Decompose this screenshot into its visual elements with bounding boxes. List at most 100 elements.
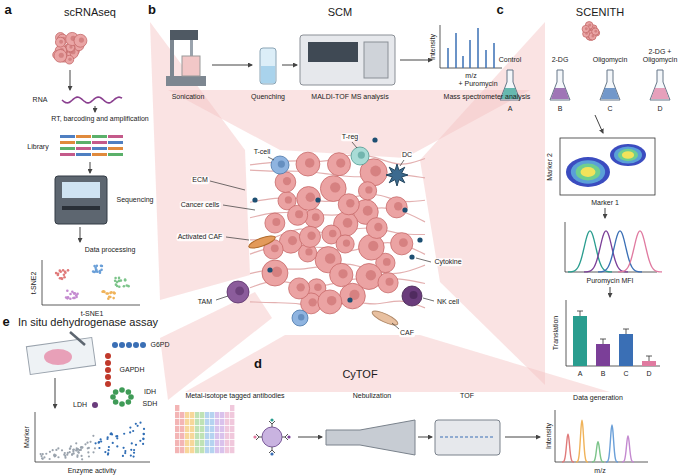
error-bar xyxy=(603,339,604,344)
leader-line xyxy=(210,181,245,190)
panel-title-text: CyTOF xyxy=(342,368,377,380)
scatter-dot xyxy=(142,438,144,440)
panel-title-text: SCENITH xyxy=(576,6,624,18)
periodic-element xyxy=(210,412,214,418)
tumor-cell xyxy=(55,37,65,47)
t-cell-nucleus xyxy=(278,161,285,168)
scatter-dot xyxy=(129,431,131,433)
gapdh-subunit xyxy=(105,374,111,380)
periodic-element xyxy=(195,440,199,446)
step-label: Control xyxy=(498,56,523,64)
spectrum-peak xyxy=(576,420,588,462)
scatter-dot xyxy=(98,447,100,449)
periodic-element xyxy=(185,412,189,418)
step-label: Sonication xyxy=(171,93,206,101)
cancer-cell-nucleus xyxy=(343,218,353,228)
panel-letter: d xyxy=(253,357,263,371)
scatter-dot xyxy=(88,447,90,449)
scatter-dot xyxy=(40,453,42,455)
tsne-dot xyxy=(92,270,95,273)
panel-fan xyxy=(150,22,250,300)
spectrum-peak xyxy=(477,28,479,68)
scatter-dot xyxy=(98,441,100,443)
tsne-dot xyxy=(101,265,104,268)
cancer-cell-nucleus xyxy=(366,270,376,280)
spectrum-peak xyxy=(562,434,574,462)
t-cell-nucleus xyxy=(298,314,304,320)
panel-letter: b xyxy=(147,3,157,17)
periodic-element xyxy=(200,440,204,446)
histogram-curve xyxy=(618,231,662,272)
library-fragment xyxy=(108,153,123,156)
activated-caf xyxy=(247,233,276,250)
step-label: GAPDH xyxy=(119,366,146,374)
error-cap xyxy=(577,311,583,312)
periodic-element xyxy=(225,440,229,446)
spectrum-peak xyxy=(493,43,495,68)
cancer-cell-nucleus xyxy=(365,186,372,193)
gapdh-subunit xyxy=(105,367,111,373)
gapdh-subunit xyxy=(105,353,111,359)
flow-arrow xyxy=(418,437,432,438)
step-label: m/z xyxy=(464,72,477,80)
macrophage xyxy=(227,281,249,303)
scatter-dot xyxy=(116,437,118,439)
periodic-element xyxy=(195,419,199,425)
periodic-element xyxy=(230,440,234,446)
cytokine xyxy=(267,267,272,272)
periodic-element xyxy=(175,433,179,439)
cancer-cell xyxy=(391,233,413,255)
periodic-element xyxy=(230,419,234,425)
periodic-element xyxy=(220,447,224,453)
periodic-element xyxy=(220,433,224,439)
plot-axis xyxy=(440,25,502,68)
density-contour xyxy=(581,167,596,177)
tsne-dot xyxy=(61,278,64,281)
scatter-dot xyxy=(115,435,117,437)
scatter-dot xyxy=(107,449,109,451)
panel-title-text: In situ dehydrogenase assay xyxy=(18,316,158,328)
flask xyxy=(550,70,570,100)
tsne-dot xyxy=(67,269,70,272)
scatter-dot xyxy=(52,449,54,451)
step-label: RNA xyxy=(32,96,49,104)
periodic-element xyxy=(190,419,194,425)
step-label: B xyxy=(557,105,564,113)
step-label: m/z xyxy=(593,467,606,475)
cancer-cell-nucleus xyxy=(327,296,337,306)
cancer-cell-nucleus xyxy=(307,232,315,240)
cancer-cell-nucleus xyxy=(346,199,354,207)
flight-path xyxy=(440,437,495,438)
periodic-element xyxy=(180,426,184,432)
periodic-element xyxy=(225,433,229,439)
cytokine xyxy=(347,297,352,302)
scatter-dot xyxy=(135,444,137,446)
periodic-element xyxy=(220,426,224,432)
step-label: IDH xyxy=(143,388,157,396)
scatter-dot xyxy=(69,448,71,450)
library-fragment xyxy=(60,135,75,138)
periodic-element xyxy=(220,412,224,418)
leader-line xyxy=(423,298,434,301)
cancer-cell-nucleus xyxy=(368,241,378,251)
periodic-element xyxy=(225,419,229,425)
cancer-cell-nucleus xyxy=(330,182,340,192)
periodic-element xyxy=(210,440,214,446)
scatter-dot xyxy=(133,452,135,454)
library-fragment xyxy=(76,153,91,156)
step-label: Marker 1 xyxy=(590,199,620,207)
tsne-dot xyxy=(114,277,117,280)
histogram-curve xyxy=(568,231,612,272)
g6pd-subunit xyxy=(119,342,125,348)
leader-line xyxy=(226,237,249,240)
step-label: LDH xyxy=(72,401,88,409)
step-label: Data processing xyxy=(84,246,137,254)
scatter-dot xyxy=(80,455,82,457)
step-label: D xyxy=(656,105,663,113)
histogram-curve xyxy=(598,231,642,272)
t-reg-cell-nucleus xyxy=(358,152,365,159)
spectrum-peak xyxy=(469,40,471,68)
cancer-cell-nucleus xyxy=(271,244,279,252)
cancer-cell-nucleus xyxy=(329,230,337,238)
